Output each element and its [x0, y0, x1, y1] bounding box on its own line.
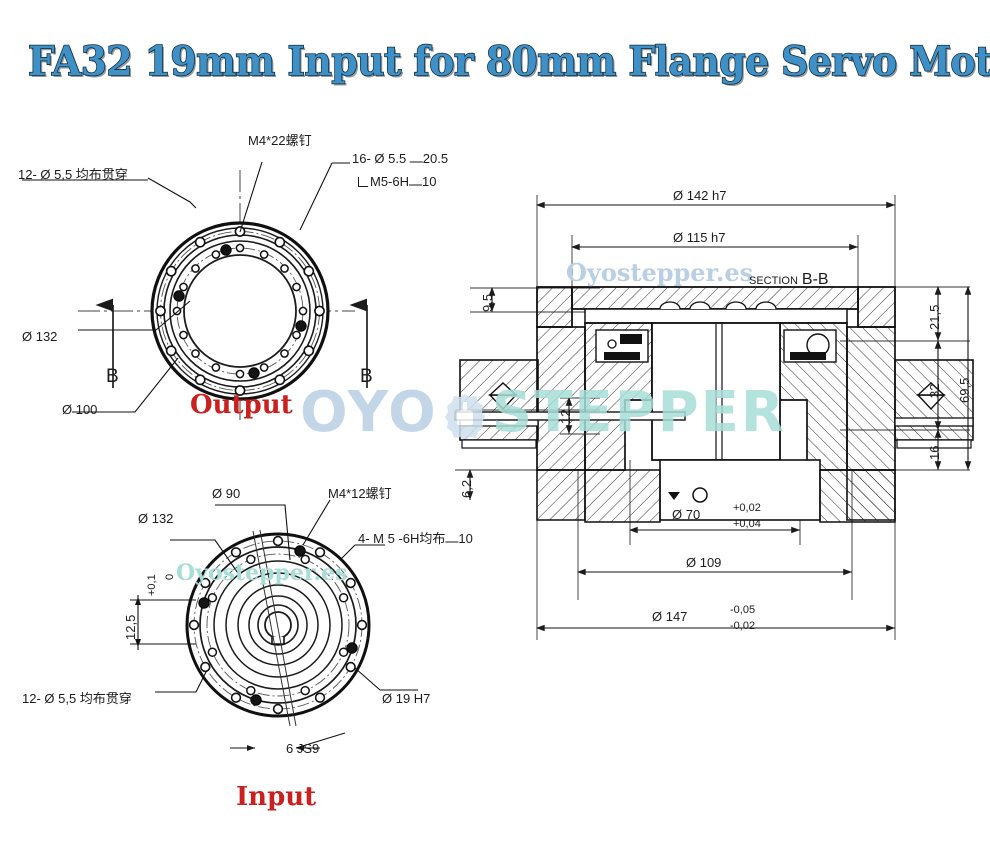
label-dia-70-tol-upper: +0,02 — [733, 502, 761, 514]
label-input-depth-12-5: 12,5 — [123, 614, 138, 640]
label-input-m4-screw: M4*12螺钉 — [328, 486, 392, 501]
input-through-hole-group — [188, 535, 368, 715]
leader-dia-132-input — [170, 539, 241, 577]
input-circle-r64 — [213, 560, 343, 690]
label-output-dia-100: Ø 100 — [62, 402, 98, 417]
label-height-21-5: 21,5 — [927, 304, 942, 330]
page-title: FA32 19mm Input for 80mm Flange Servo Mo… — [27, 37, 990, 86]
input-inner-hole-group — [207, 554, 349, 696]
label-dia-115: Ø 115 h7 — [673, 230, 726, 245]
leader-dia-132 — [78, 300, 191, 331]
label-dia-142: Ø 142 h7 — [673, 188, 727, 203]
label-dia-147-tol-upper: -0,05 — [730, 604, 756, 616]
label-dia-109: Ø 109 — [686, 555, 722, 570]
input-circle-r29 — [248, 595, 308, 655]
label-input-bore: Ø 19 H7 — [382, 691, 431, 706]
label-output-counterbore-1: 16- Ø 5.5 ⎼20.5 — [352, 151, 449, 166]
label-output-m4-screw: M4*22螺钉 — [248, 133, 312, 148]
section-mark-b-right: B — [360, 366, 373, 387]
output-caption: Output — [190, 390, 293, 420]
label-height-32: 32 — [927, 383, 942, 398]
output-tapped-hole-group — [172, 243, 308, 379]
dim-key-6-js9 — [230, 732, 346, 751]
label-height-6-2: 6,2 — [459, 479, 474, 498]
leader-12-through — [155, 671, 207, 693]
section-label-word: SECTION — [749, 275, 798, 287]
section-top-flange — [536, 286, 896, 328]
label-input-key: 6 JS9 — [286, 741, 320, 756]
leader-counterbore — [299, 162, 333, 231]
output-through-hole-group — [155, 226, 325, 396]
output-flange-view — [22, 161, 368, 420]
leader-through-holes — [147, 177, 197, 209]
label-input-depth-tol-lower: 0 — [164, 573, 176, 580]
input-circle-r20 — [257, 604, 299, 646]
counterbore-icon — [358, 177, 368, 187]
dim-12-5 — [130, 595, 196, 650]
label-dia-70-tol-lower: +0,04 — [733, 518, 761, 530]
label-output-counterbore-2: M5-6H⎼10 — [358, 174, 437, 190]
label-height-16: 16 — [927, 445, 942, 460]
input-caption: Input — [236, 782, 317, 812]
section-base-plate — [536, 469, 896, 523]
section-label-id: B-B — [801, 271, 829, 288]
label-dia-147-tol-lower: -0,02 — [730, 620, 756, 632]
label-dia-70: Ø 70 — [672, 507, 701, 522]
input-bolt-circle-inner — [206, 553, 350, 697]
output-circle-r70 — [169, 240, 311, 382]
label-input-depth-tol-upper: +0,1 — [146, 574, 158, 596]
label-input-dia-90: Ø 90 — [212, 486, 241, 501]
label-input-dia-132: Ø 132 — [138, 511, 174, 526]
section-inner-body — [584, 301, 848, 324]
leader-dia-90 — [215, 504, 291, 561]
label-dia-147: Ø 147 — [652, 609, 688, 624]
label-output-dia-132: Ø 132 — [22, 329, 58, 344]
section-bearing-left — [595, 329, 649, 363]
leader-m4-12 — [302, 499, 331, 546]
page-title-bar: FA32 19mm Input for 80mm Flange Servo Mo… — [0, 36, 990, 92]
section-bb-view — [454, 195, 974, 640]
output-m4-screw-group — [173, 244, 307, 379]
label-input-4-m5: 4- M 5 -6H均布⎼10 — [358, 531, 473, 546]
label-output-through-holes: 12- Ø 5,5 均布贯穿 — [18, 167, 128, 182]
section-mark-b-left: B — [106, 366, 119, 387]
label-input-through-holes: 12- Ø 5,5 均布贯穿 — [22, 691, 132, 706]
input-key-section-line-a — [252, 530, 291, 727]
label-output-counterbore-2-text: M5-6H⎼10 — [370, 174, 437, 189]
section-bearing-right — [783, 329, 837, 363]
leader-dia-100 — [72, 357, 179, 413]
input-circle-r52 — [225, 572, 331, 678]
input-key-section-line-b — [259, 529, 297, 727]
label-height-12: 12 — [558, 409, 573, 424]
output-bore-circle — [183, 254, 297, 368]
leader-dia-19 — [354, 667, 418, 691]
label-height-69-5: 69,5 — [957, 377, 972, 403]
leader-m4-screw — [239, 161, 263, 233]
dim-12 — [560, 396, 600, 435]
input-flange-view — [130, 499, 418, 751]
label-height-9-5: 9,5 — [480, 293, 495, 312]
input-m5-screw-group — [198, 545, 358, 706]
input-circle-r78 — [199, 546, 357, 704]
leader-4-m5 — [339, 544, 356, 561]
